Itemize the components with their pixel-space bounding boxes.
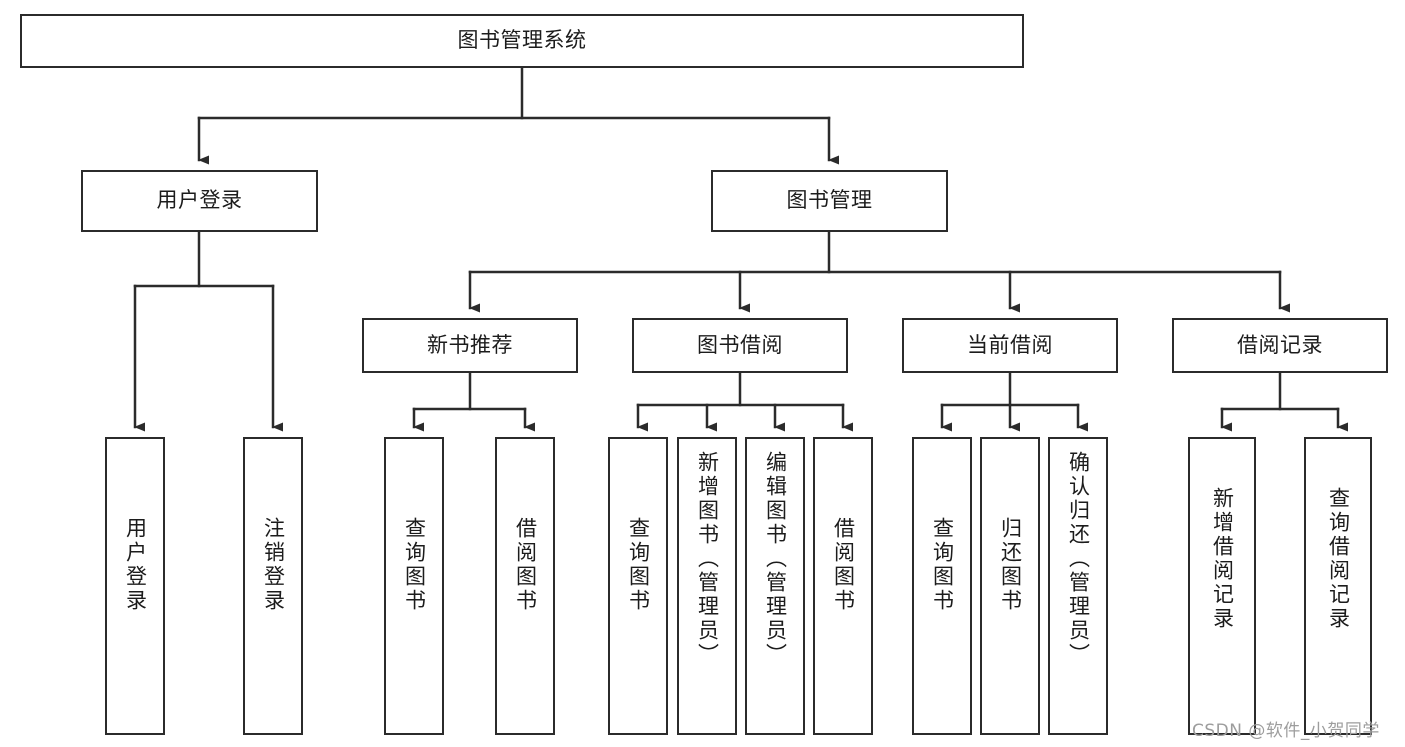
leaf-query-book-1[interactable]: 查询图书	[384, 437, 444, 735]
node-user-login-label: 用户登录	[156, 188, 243, 213]
node-borrow-record-label: 借阅记录	[1237, 332, 1323, 357]
node-borrow-record[interactable]: 借阅记录	[1172, 318, 1388, 373]
leaf-add-book-label: 新增图书（管理员）	[695, 451, 720, 667]
leaf-query-record[interactable]: 查询借阅记录	[1304, 437, 1372, 735]
node-book-management-label: 图书管理	[786, 188, 873, 213]
node-new-book-recommend[interactable]: 新书推荐	[362, 318, 578, 373]
leaf-return-book-label: 归还图书	[998, 517, 1023, 613]
leaf-edit-book-label: 编辑图书（管理员）	[763, 451, 788, 667]
node-root[interactable]: 图书管理系统	[20, 14, 1024, 68]
leaf-query-book-3-label: 查询图书	[930, 517, 955, 613]
node-current-borrow[interactable]: 当前借阅	[902, 318, 1118, 373]
leaf-return-book[interactable]: 归还图书	[980, 437, 1040, 735]
leaf-user-logout-label: 注销登录	[261, 517, 286, 613]
leaf-query-book-1-label: 查询图书	[402, 517, 427, 613]
node-user-login[interactable]: 用户登录	[81, 170, 318, 232]
node-book-borrow-label: 图书借阅	[697, 332, 783, 357]
leaf-query-book-3[interactable]: 查询图书	[912, 437, 972, 735]
node-new-book-recommend-label: 新书推荐	[427, 332, 513, 357]
node-root-label: 图书管理系统	[457, 28, 587, 53]
leaf-user-login[interactable]: 用户登录	[105, 437, 165, 735]
leaf-add-record[interactable]: 新增借阅记录	[1188, 437, 1256, 735]
leaf-add-book[interactable]: 新增图书（管理员）	[677, 437, 737, 735]
leaf-user-logout[interactable]: 注销登录	[243, 437, 303, 735]
leaf-add-record-label: 新增借阅记录	[1210, 487, 1235, 631]
node-current-borrow-label: 当前借阅	[967, 332, 1053, 357]
leaf-borrow-book-1[interactable]: 借阅图书	[495, 437, 555, 735]
leaf-query-record-label: 查询借阅记录	[1326, 487, 1351, 631]
leaf-user-login-label: 用户登录	[123, 517, 148, 613]
leaf-query-book-2[interactable]: 查询图书	[608, 437, 668, 735]
leaf-borrow-book-2-label: 借阅图书	[831, 517, 856, 613]
node-book-borrow[interactable]: 图书借阅	[632, 318, 848, 373]
leaf-borrow-book-2[interactable]: 借阅图书	[813, 437, 873, 735]
node-book-management[interactable]: 图书管理	[711, 170, 948, 232]
leaf-borrow-book-1-label: 借阅图书	[513, 517, 538, 613]
leaf-query-book-2-label: 查询图书	[626, 517, 651, 613]
leaf-confirm-return-label: 确认归还（管理员）	[1066, 451, 1091, 667]
leaf-edit-book[interactable]: 编辑图书（管理员）	[745, 437, 805, 735]
leaf-confirm-return[interactable]: 确认归还（管理员）	[1048, 437, 1108, 735]
csdn-watermark: CSDN @软件_小贺同学	[1192, 721, 1380, 741]
